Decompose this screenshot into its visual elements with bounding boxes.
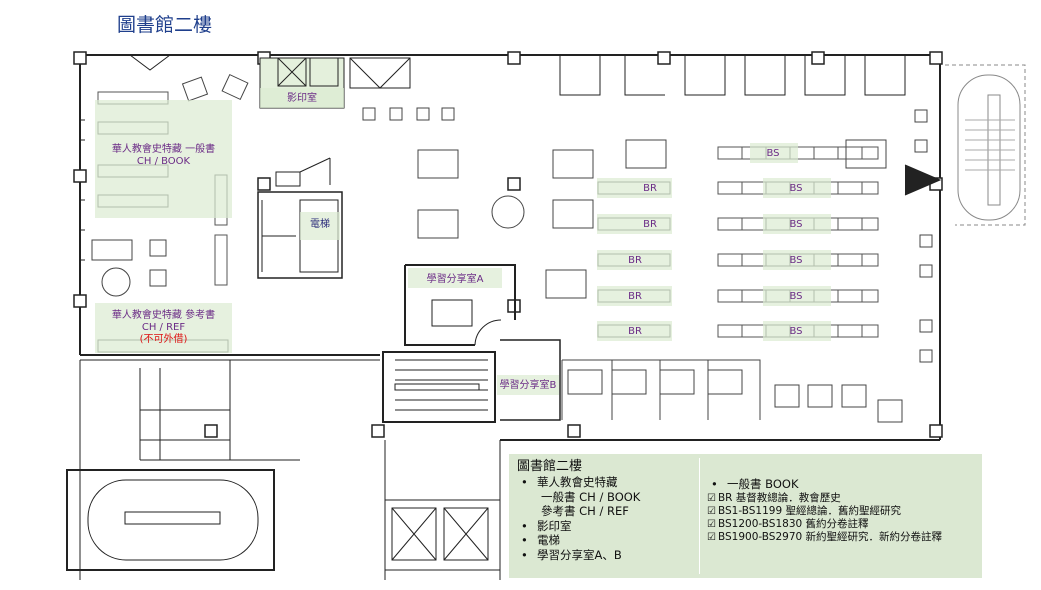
- label-br: BR: [643, 219, 657, 230]
- column: [257, 177, 271, 191]
- legend-general-item-text: BS1900-BS2970 新約聖經研究．新約分卷註釋: [717, 531, 943, 543]
- legend-item: 電梯: [517, 533, 699, 548]
- label-bs: BS: [789, 326, 803, 337]
- label-bs: BS: [789, 255, 803, 266]
- study-room-b: [500, 339, 561, 421]
- legend: 圖書館二樓 華人教會史特藏 一般書 CH / BOOK 參考書 CH / REF…: [509, 454, 982, 578]
- column: [73, 294, 87, 308]
- label-ch-book-line2: CH / BOOK: [136, 156, 191, 167]
- column: [507, 51, 521, 65]
- label-ch-ref: 華人教會史特藏 參考書 CH / REF (不可外借): [95, 310, 232, 346]
- label-ch-book: 華人教會史特藏 一般書 CH / BOOK: [95, 144, 232, 168]
- chairs: [91, 73, 933, 363]
- column: [73, 51, 87, 65]
- label-ch-ref-line1: 華人教會史特藏 參考書: [111, 310, 216, 321]
- legend-general-item-text: BR 基督教總論．教會歷史: [717, 492, 841, 504]
- legend-divider: [699, 458, 700, 574]
- column: [811, 51, 825, 65]
- elevator: [257, 191, 343, 279]
- zone-ch-ref: [95, 303, 232, 353]
- legend-subitem: 參考書 CH / REF: [541, 504, 629, 519]
- label-copy-room: 影印室: [287, 93, 317, 104]
- label-br: BR: [628, 255, 642, 266]
- column: [567, 424, 581, 438]
- label-ch-book-line1: 華人教會史特藏 一般書: [111, 144, 216, 155]
- column: [204, 424, 218, 438]
- label-br: BR: [643, 183, 657, 194]
- label-br: BR: [628, 326, 642, 337]
- legend-item: 學習分享室A、B: [517, 548, 699, 563]
- zone-study-a: [408, 268, 502, 288]
- column: [929, 424, 943, 438]
- legend-heading: 圖書館二樓: [517, 459, 583, 474]
- checkbox-icon: ☑: [707, 493, 716, 504]
- legend-general-item-text: BS1-BS1199 聖經總論．舊約聖經研究: [717, 505, 901, 517]
- legend-general-item: ☑BS1200-BS1830 舊約分卷註釋: [707, 518, 979, 531]
- label-bs: BS: [789, 291, 803, 302]
- legend-item: 影印室: [517, 519, 699, 534]
- legend-col-right: 一般書 BOOK ☑BR 基督教總論．教會歷史 ☑BS1-BS1199 聖經總論…: [707, 476, 979, 544]
- zone-study-b: [497, 375, 559, 395]
- label-study-b: 學習分享室B: [499, 380, 557, 391]
- column: [657, 51, 671, 65]
- legend-list: 華人教會史特藏 一般書 CH / BOOK 參考書 CH / REF 影印室 電…: [517, 475, 699, 563]
- legend-item: 華人教會史特藏: [517, 475, 699, 490]
- label-br: BR: [628, 291, 642, 302]
- legend-general-item: ☑BS1900-BS2970 新約聖經研究．新約分卷註釋: [707, 531, 979, 544]
- column: [73, 169, 87, 183]
- label-study-a: 學習分享室A: [426, 274, 484, 285]
- column: [507, 177, 521, 191]
- zone-ch-book: [95, 100, 232, 218]
- label-bs: BS: [789, 183, 803, 194]
- label-ch-ref-line3: (不可外借): [139, 334, 188, 345]
- checkbox-icon: ☑: [707, 532, 716, 543]
- checkbox-icon: ☑: [707, 506, 716, 517]
- label-bs: BS: [766, 148, 780, 159]
- legend-general-item-text: BS1200-BS1830 舊約分卷註釋: [717, 518, 869, 530]
- legend-general-heading: 一般書 BOOK: [707, 476, 979, 492]
- label-elevator: 電梯: [310, 219, 330, 230]
- study-room-a: [404, 264, 516, 346]
- column: [371, 424, 385, 438]
- label-bs: BS: [789, 219, 803, 230]
- label-ch-ref-line2: CH / REF: [141, 322, 186, 333]
- legend-subitem: 一般書 CH / BOOK: [541, 489, 641, 504]
- column: [929, 51, 943, 65]
- legend-general-item: ☑BS1-BS1199 聖經總論．舊約聖經研究: [707, 505, 979, 518]
- reading-tables: [417, 139, 903, 423]
- zone-copy-room: [260, 88, 344, 108]
- legend-general-list: 一般書 BOOK ☑BR 基督教總論．教會歷史 ☑BS1-BS1199 聖經總論…: [707, 476, 979, 544]
- page-title: 圖書館二樓: [117, 14, 213, 36]
- legend-general-item: ☑BR 基督教總論．教會歷史: [707, 492, 979, 505]
- checkbox-icon: ☑: [707, 519, 716, 530]
- zone-highlights: [95, 88, 831, 395]
- bs-shelves: [717, 146, 879, 338]
- legend-col-left: 圖書館二樓 華人教會史特藏 一般書 CH / BOOK 參考書 CH / REF…: [517, 458, 699, 563]
- zone-elevator: [300, 212, 340, 240]
